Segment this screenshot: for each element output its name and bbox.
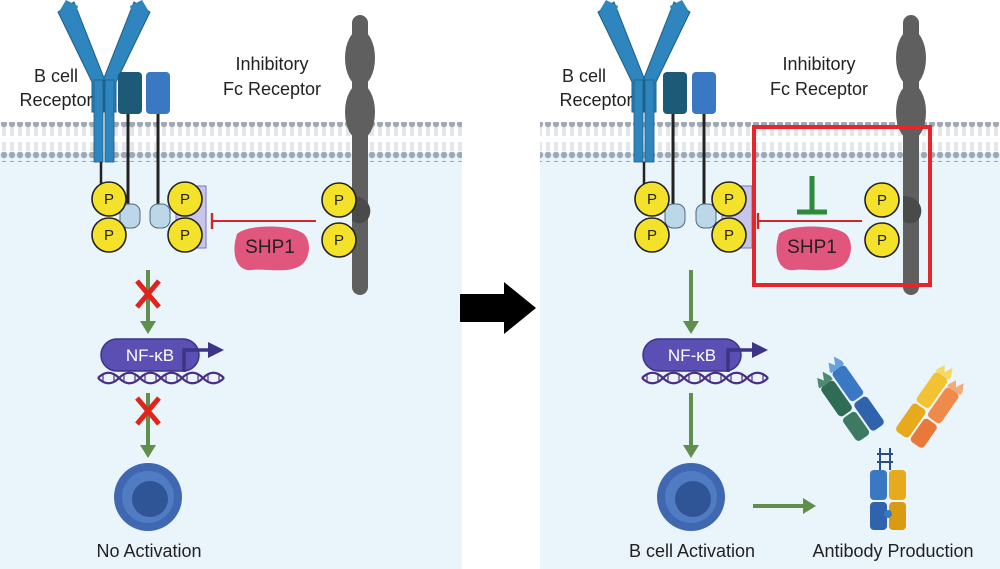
phospho-group-right-b: P P xyxy=(711,181,747,253)
cytoplasm-left xyxy=(0,152,462,569)
right-panel: P P P P P P SHP1 xyxy=(540,0,1000,569)
phospho-label: P xyxy=(180,191,190,208)
phospho-label: P xyxy=(877,232,887,249)
signal-arrow-right-2 xyxy=(683,393,699,458)
fc-label-line2: Fc Receptor xyxy=(770,79,868,99)
phospho-label: P xyxy=(724,227,734,244)
cd79-left xyxy=(99,72,171,229)
fc-receptor-left xyxy=(345,15,375,295)
membrane-left xyxy=(0,122,462,162)
right-arrow-icon xyxy=(460,282,536,334)
antibody-label: Antibody Production xyxy=(812,541,973,561)
phospho-label: P xyxy=(334,192,344,209)
cross-icon xyxy=(135,396,161,426)
phospho-label: P xyxy=(104,227,114,244)
phospho-group-left-a: P P xyxy=(91,181,127,253)
phospho-label: P xyxy=(724,191,734,208)
cross-icon xyxy=(135,279,161,309)
cd79-right xyxy=(642,72,717,229)
shp1-left: SHP1 xyxy=(234,226,309,271)
highlight-box xyxy=(752,125,932,287)
shp1-label: SHP1 xyxy=(787,237,837,258)
bcr-label-line1: B cell xyxy=(34,66,78,86)
phospho-label: P xyxy=(647,227,657,244)
phospho-group-right-a: P P xyxy=(634,181,670,253)
production-arrow xyxy=(753,498,816,514)
antibody-icon xyxy=(817,356,964,530)
phospho-group-left-b: P P xyxy=(167,181,203,253)
nfkb-right: NF-κB xyxy=(640,338,770,385)
fc-label-line2: Fc Receptor xyxy=(223,79,321,99)
left-panel: P P P P P P SHP1 xyxy=(0,0,462,569)
phospho-label: P xyxy=(180,227,190,244)
bcr-label-line2: Receptor xyxy=(559,90,632,110)
shp1-label: SHP1 xyxy=(245,237,295,258)
shp1-right: SHP1 xyxy=(776,226,851,271)
phospho-label: P xyxy=(877,192,887,209)
fc-label-line1: Inhibitory xyxy=(782,54,855,74)
nfkb-label: NF-κB xyxy=(126,346,174,365)
nfkb-label: NF-κB xyxy=(668,346,716,365)
nfkb-left: NF-κB xyxy=(96,338,226,385)
phospho-group-fc-left: P P xyxy=(321,182,357,258)
bcr-label-line2: Receptor xyxy=(19,90,92,110)
bcr-receptor-right xyxy=(597,0,691,163)
outcome-label-left: No Activation xyxy=(96,541,201,561)
phospho-label: P xyxy=(647,191,657,208)
inhibition-arrow-left xyxy=(210,213,316,229)
signal-arrow-right-1 xyxy=(683,270,699,334)
b-cell-right xyxy=(657,463,725,531)
b-cell-left xyxy=(114,463,182,531)
bcr-label-line1: B cell xyxy=(562,66,606,86)
fc-label-line1: Inhibitory xyxy=(235,54,308,74)
inhibition-arrow-right xyxy=(756,213,862,229)
bcr-receptor-left xyxy=(57,0,151,163)
outcome-label-right: B cell Activation xyxy=(629,541,755,561)
t-bar-icon xyxy=(797,176,827,215)
phospho-label: P xyxy=(334,232,344,249)
signal-arrow-left-2 xyxy=(140,393,156,458)
phospho-label: P xyxy=(104,191,114,208)
phospho-group-fc-right: P P xyxy=(864,182,900,258)
